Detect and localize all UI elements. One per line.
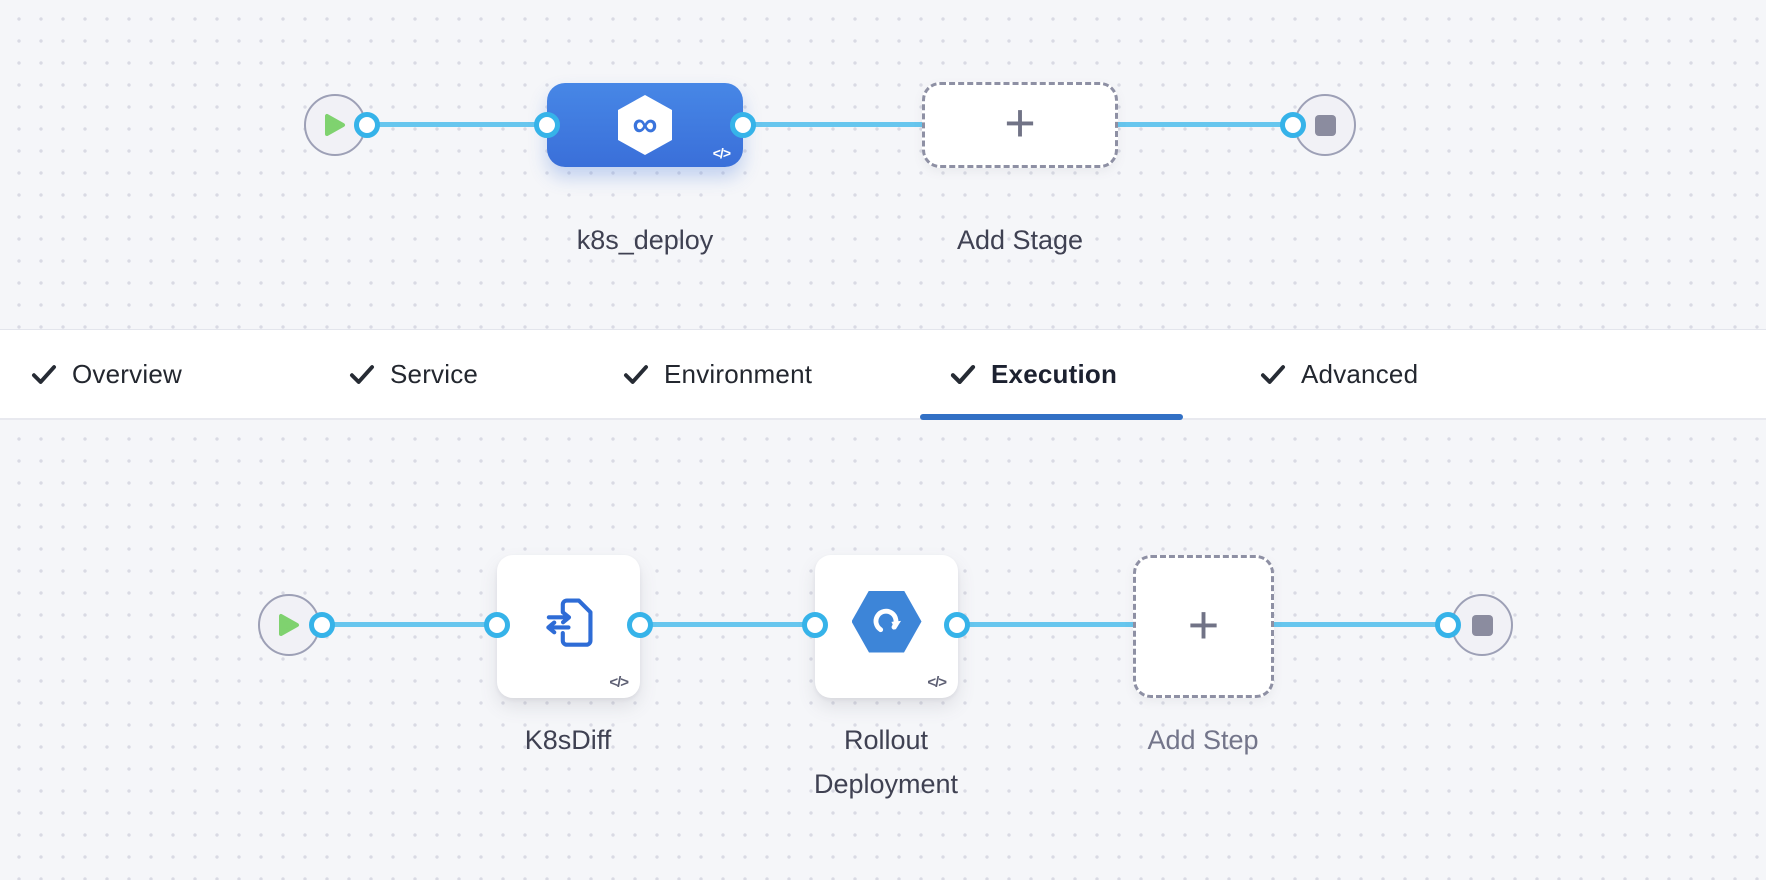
- check-icon: [349, 363, 375, 386]
- tab-label: Environment: [664, 358, 813, 389]
- port[interactable]: [802, 612, 828, 638]
- check-icon: [31, 363, 57, 386]
- execution-start-node: [258, 594, 320, 656]
- port[interactable]: [1435, 612, 1461, 638]
- check-icon: [1260, 363, 1286, 386]
- port[interactable]: [944, 612, 970, 638]
- file-diff-icon: [545, 597, 593, 647]
- execution-graph-canvas[interactable]: </> </> + K8sDiff Rollout Deployment Add: [0, 420, 1766, 880]
- check-icon: [623, 363, 649, 386]
- plus-icon: +: [1187, 594, 1220, 655]
- port[interactable]: [534, 112, 560, 138]
- rollout-hexagon-icon: [851, 590, 922, 653]
- tab-service[interactable]: Service: [349, 330, 478, 418]
- port[interactable]: [484, 612, 510, 638]
- tab-environment[interactable]: Environment: [623, 330, 812, 418]
- active-tab-underline: [920, 414, 1183, 420]
- port[interactable]: [1280, 112, 1306, 138]
- check-icon: [950, 363, 976, 386]
- play-triangle-icon: [279, 614, 299, 636]
- tab-execution[interactable]: Execution: [950, 330, 1117, 418]
- stage-node[interactable]: ∞ </>: [547, 83, 743, 167]
- add-step-label: Add Step: [1147, 725, 1259, 755]
- stop-square-icon: [1314, 114, 1336, 136]
- tab-label: Service: [390, 358, 479, 389]
- code-badge-icon: </>: [712, 145, 731, 161]
- port[interactable]: [627, 612, 653, 638]
- stage-connector-line: [352, 122, 1300, 127]
- play-triangle-icon: [325, 114, 345, 136]
- port[interactable]: [354, 112, 380, 138]
- tab-advanced[interactable]: Advanced: [1260, 330, 1418, 418]
- stage-graph-canvas[interactable]: ∞ </> + k8s_deploy Add Stage: [0, 0, 1766, 329]
- step-name-label: K8sDiff: [524, 725, 612, 755]
- port[interactable]: [730, 112, 756, 138]
- stage-name-label: k8s_deploy: [576, 225, 714, 255]
- tab-label: Execution: [991, 358, 1118, 389]
- plus-icon: +: [1004, 93, 1036, 153]
- step-name-label: Rollout Deployment: [813, 725, 959, 799]
- harness-cd-hexagon-icon: ∞: [618, 95, 672, 155]
- code-badge-icon: </>: [609, 674, 629, 691]
- tab-label: Overview: [72, 358, 182, 389]
- infinity-icon: ∞: [632, 104, 658, 144]
- tab-label: Advanced: [1301, 358, 1419, 389]
- add-stage-button[interactable]: +: [922, 82, 1118, 168]
- step-node-rollout-deployment[interactable]: </>: [815, 555, 958, 698]
- step-node-k8sdiff[interactable]: </>: [497, 555, 640, 698]
- code-badge-icon: </>: [927, 674, 947, 691]
- add-step-button[interactable]: +: [1133, 555, 1274, 698]
- stage-config-tabbar: Overview Service Environment Execution A: [0, 329, 1766, 420]
- port[interactable]: [309, 612, 335, 638]
- tab-overview[interactable]: Overview: [31, 330, 182, 418]
- stop-square-icon: [1471, 614, 1493, 636]
- add-stage-label: Add Stage: [956, 225, 1084, 255]
